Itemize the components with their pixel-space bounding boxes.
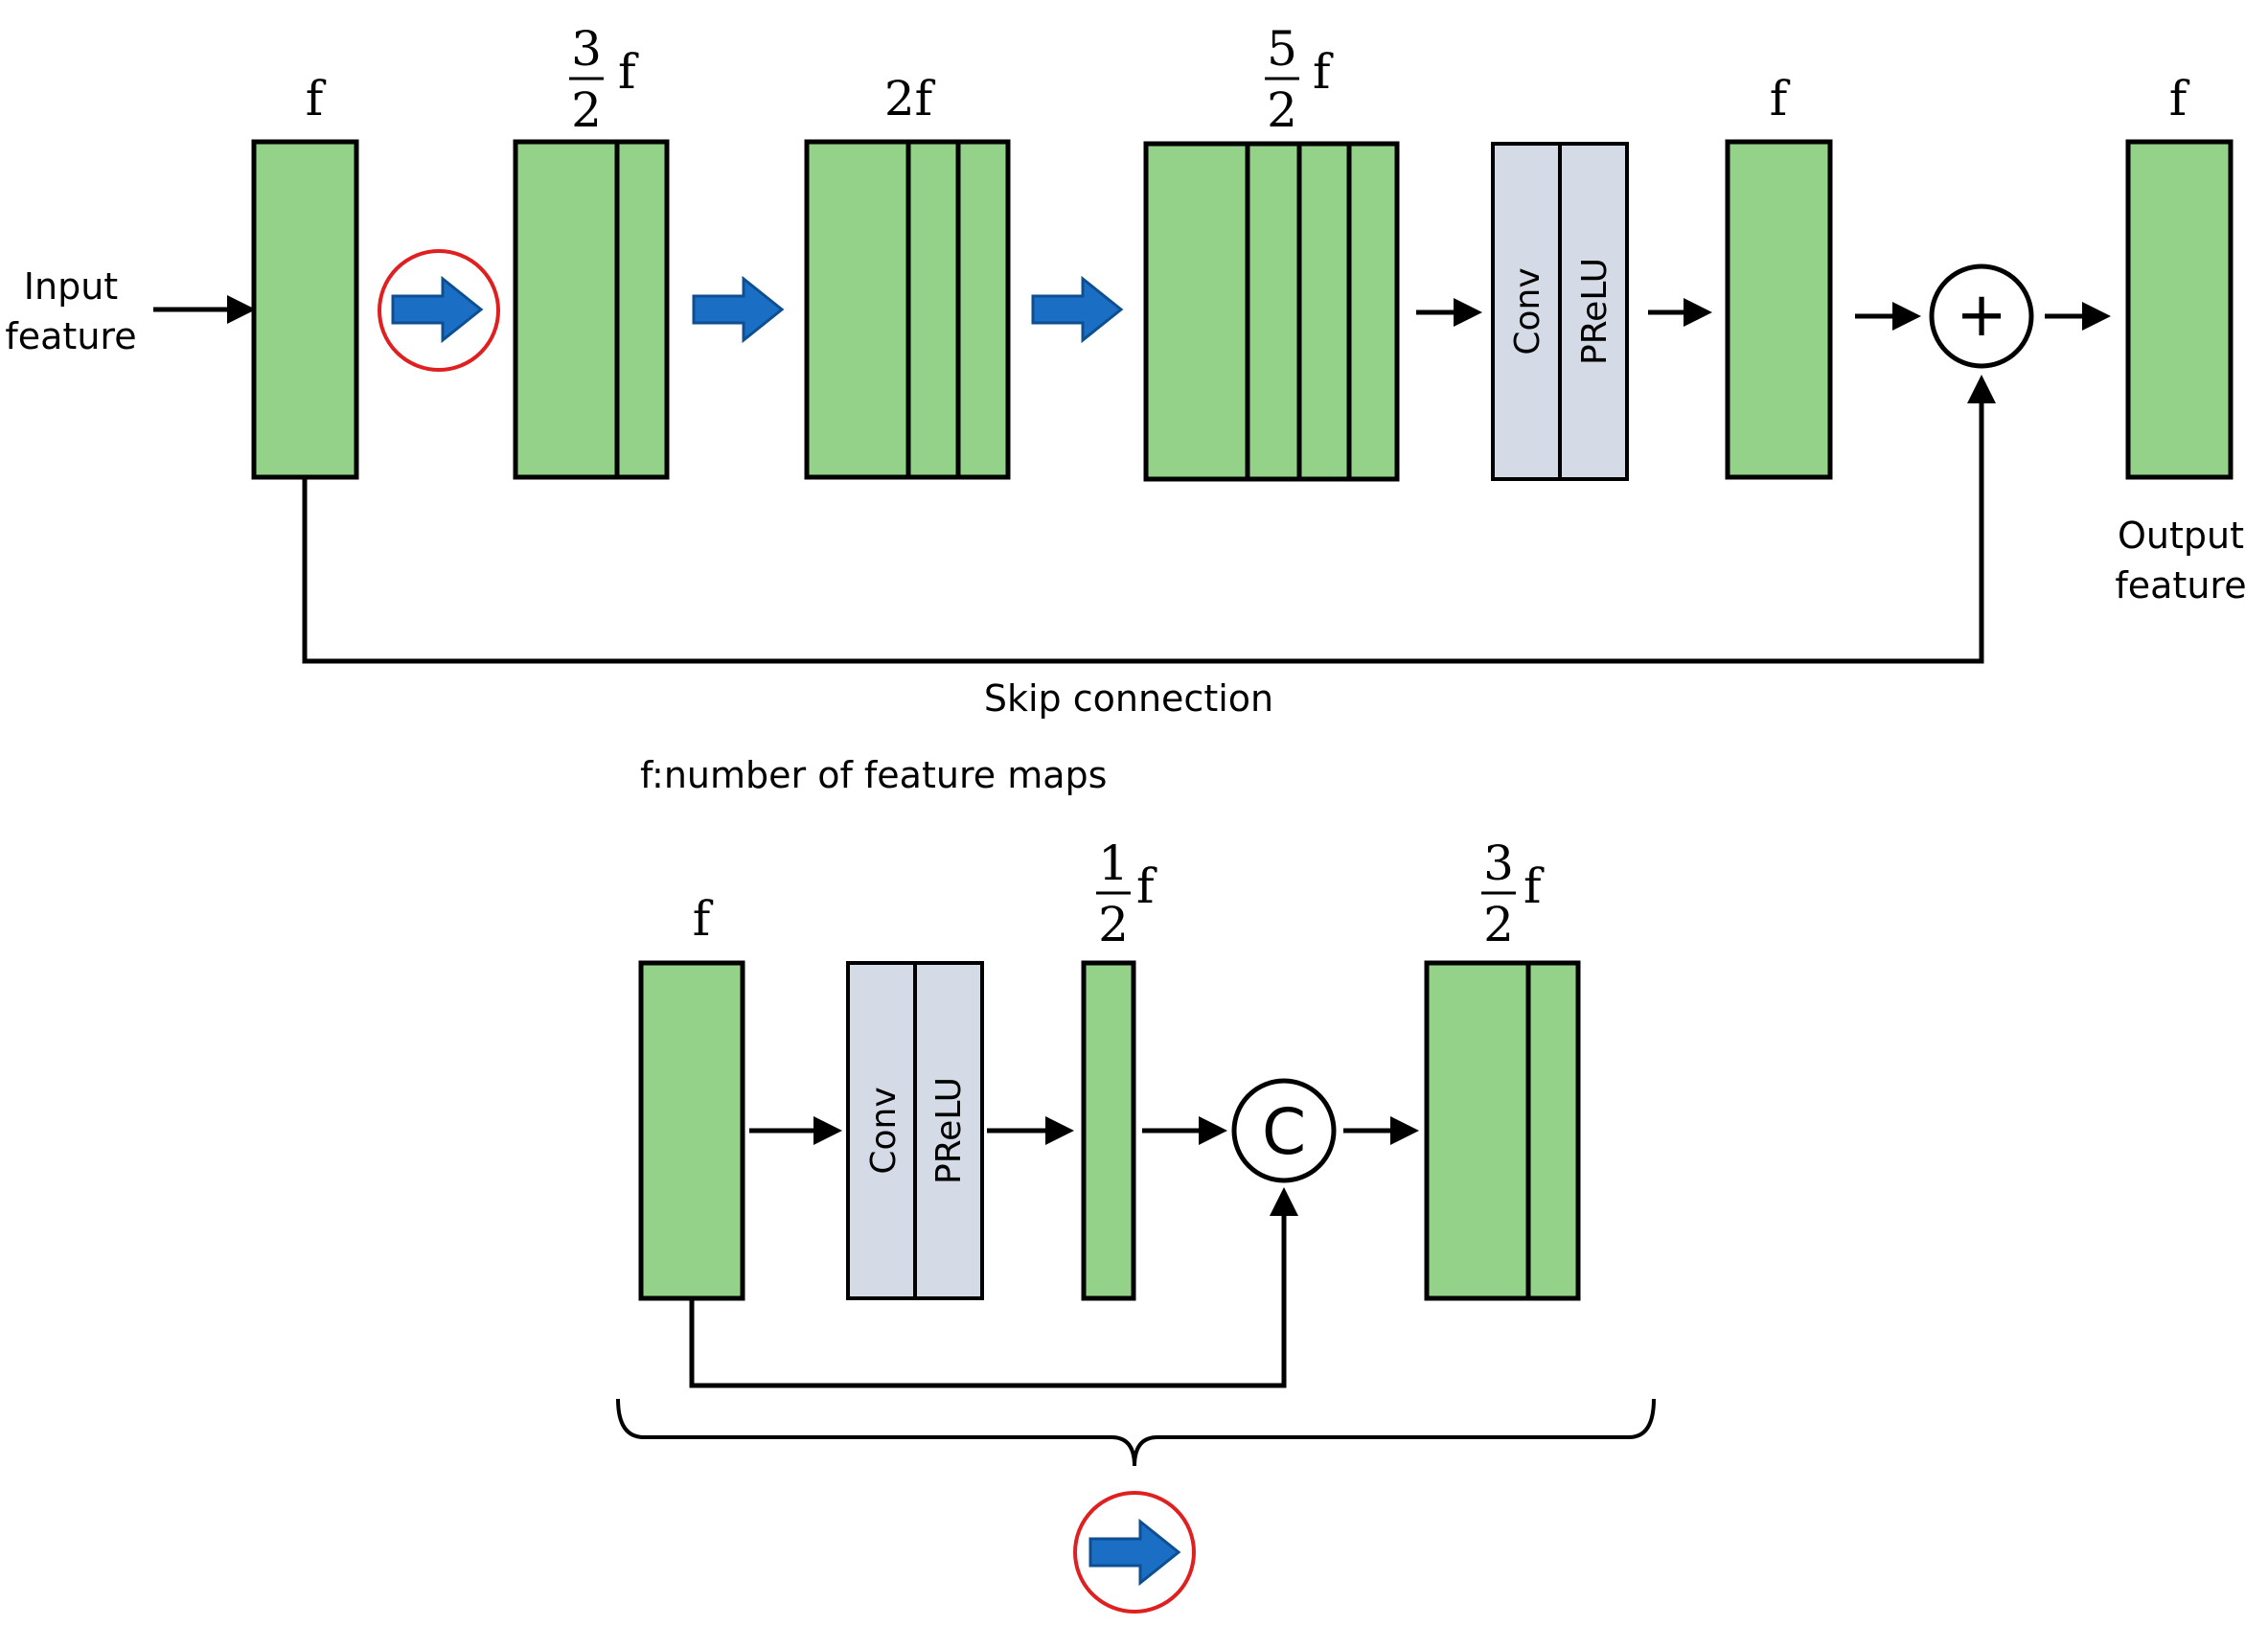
detail-half-block: [1081, 960, 1136, 1301]
conv-label-top: Conv: [1508, 267, 1547, 355]
sum-node: [1929, 263, 2034, 369]
skip-connection-label: Skip connection: [984, 677, 1273, 720]
input-feature-block: [251, 139, 359, 480]
detail-half-label: 1 2 f: [1096, 836, 1157, 952]
prelu-label-detail: PReLU: [929, 1077, 969, 1184]
highlight-circle-bottom: [1073, 1491, 1196, 1614]
block3-label: 2f: [884, 71, 936, 126]
svg-text:3: 3: [571, 21, 602, 77]
svg-text:1: 1: [1098, 836, 1129, 891]
highlight-circle-top: [378, 249, 500, 372]
fused-feature-block: [1725, 139, 1833, 480]
svg-text:f: f: [618, 44, 639, 100]
detail-input-label: f: [693, 891, 714, 947]
curly-brace: [616, 1398, 1656, 1467]
output-block-label: f: [2169, 71, 2190, 126]
block2-label: 3 2 f: [569, 21, 639, 138]
svg-text:5: 5: [1267, 21, 1297, 77]
conv-label-detail: Conv: [864, 1087, 904, 1174]
block1-label: f: [306, 71, 327, 126]
block4-label: 5 2 f: [1265, 21, 1334, 138]
dense-block-4: [1143, 141, 1400, 482]
detail-skip-line: [689, 1187, 1298, 1388]
output-feature-label-line2: feature: [2115, 564, 2246, 607]
concat-node: [1231, 1078, 1337, 1183]
dense-step-arrow-legend: [1088, 1520, 1180, 1585]
output-feature-block: [2125, 139, 2234, 480]
dense-block-2: [513, 139, 670, 480]
detail-output-label: 3 2 f: [1481, 836, 1545, 952]
detail-output-block: [1424, 960, 1581, 1301]
svg-text:f: f: [1136, 859, 1157, 914]
prelu-label-top: PReLU: [1575, 258, 1615, 365]
output-feature-label-line1: Output: [2118, 515, 2244, 557]
block6-label: f: [1770, 71, 1791, 126]
svg-text:f: f: [1523, 859, 1545, 914]
svg-text:2: 2: [1267, 82, 1297, 138]
input-feature-label-line1: Input: [24, 265, 118, 308]
dense-step-arrow-2: [692, 277, 784, 342]
dense-step-arrow-3: [1031, 277, 1123, 342]
concat-symbol: C: [1262, 1095, 1306, 1169]
svg-text:2: 2: [571, 82, 602, 138]
svg-text:2: 2: [1098, 897, 1129, 952]
dense-step-arrow-1: [391, 277, 483, 342]
detail-input-block: [638, 960, 745, 1301]
skip-connection-line: [302, 375, 1996, 664]
svg-text:2: 2: [1483, 897, 1514, 952]
sum-symbol: +: [1956, 280, 2007, 351]
legend-text: f:number of feature maps: [640, 754, 1107, 796]
svg-text:f: f: [1313, 44, 1334, 100]
svg-text:3: 3: [1483, 836, 1514, 891]
input-feature-label-line2: feature: [5, 315, 136, 357]
